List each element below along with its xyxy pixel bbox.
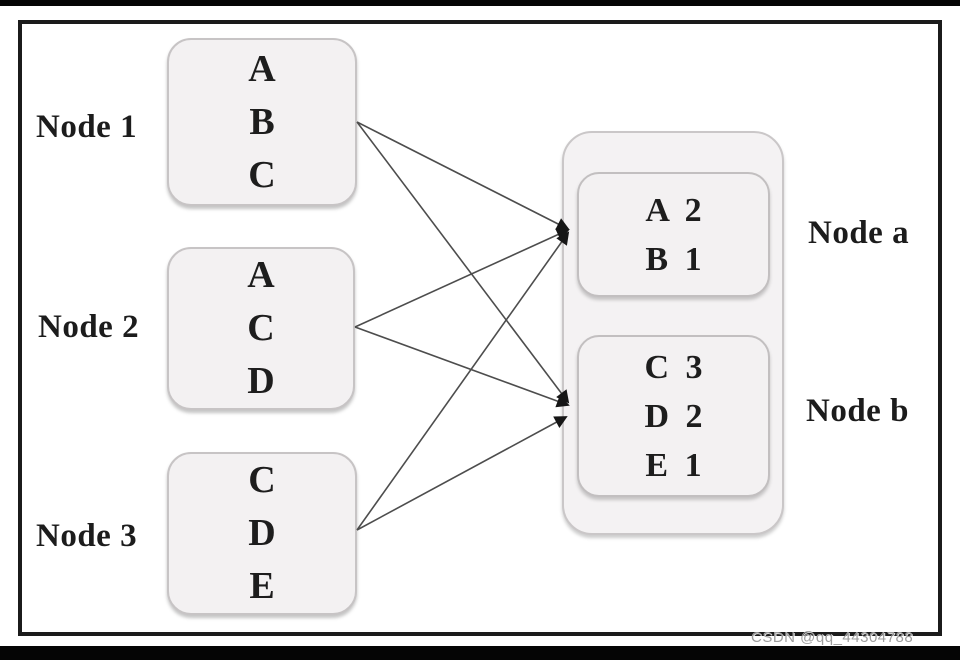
node2-item: D — [247, 360, 275, 402]
node3-label: Node 3 — [36, 518, 138, 554]
node1-item: A — [248, 47, 276, 90]
node3-item: C — [248, 459, 276, 501]
node-b-item: C 3 — [644, 348, 703, 386]
node-b-label: Node b — [806, 393, 909, 429]
reduce-group-container: A 2 B 1 C 3 D 2 E 1 — [562, 131, 784, 535]
diagram-frame — [18, 20, 942, 636]
node3-box: C D E — [167, 452, 357, 615]
top-black-bar — [0, 0, 960, 6]
node-a-label: Node a — [808, 215, 910, 251]
node1-item: B — [249, 100, 275, 143]
node3-item: E — [249, 565, 275, 607]
node2-item: A — [247, 254, 275, 296]
node-b-box: C 3 D 2 E 1 — [577, 335, 770, 497]
node2-item: C — [247, 307, 275, 349]
node-b-item: E 1 — [645, 446, 702, 484]
node1-box: A B C — [167, 38, 357, 206]
node2-label: Node 2 — [38, 309, 140, 345]
node1-item: C — [248, 153, 276, 196]
bottom-black-bar — [0, 646, 960, 660]
node2-box: A C D — [167, 247, 355, 410]
node-a-item: A 2 — [645, 191, 702, 229]
node3-item: D — [248, 512, 276, 554]
csdn-watermark: CSDN @qq_44304788 — [751, 629, 914, 646]
node-b-item: D 2 — [644, 397, 703, 435]
node-a-box: A 2 B 1 — [577, 172, 770, 297]
node1-label: Node 1 — [36, 109, 138, 145]
node-a-item: B 1 — [645, 240, 702, 278]
